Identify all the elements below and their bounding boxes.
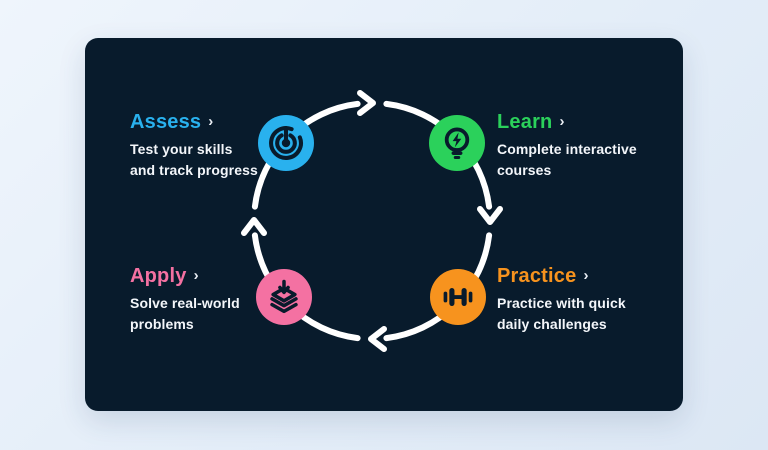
step-block-apply: Apply › Solve real-world problems xyxy=(130,263,320,335)
step-title-learn[interactable]: Learn › xyxy=(497,109,687,134)
desc-line: courses xyxy=(497,162,552,178)
desc-line: Solve real-world xyxy=(130,295,240,311)
step-title-practice[interactable]: Practice › xyxy=(497,263,687,288)
clockwise-arrow-bottom-icon xyxy=(368,326,387,352)
desc-line: daily challenges xyxy=(497,316,607,332)
step-node-assess[interactable] xyxy=(258,115,314,171)
step-label: Apply xyxy=(130,264,187,287)
target-spiral-icon xyxy=(267,124,305,162)
step-node-apply[interactable] xyxy=(256,269,312,325)
step-title-assess[interactable]: Assess › xyxy=(130,109,320,134)
step-label: Assess xyxy=(130,110,202,133)
layers-insert-icon xyxy=(265,278,303,316)
step-label: Practice xyxy=(497,264,577,287)
desc-line: Practice with quick xyxy=(497,295,626,311)
step-node-learn[interactable] xyxy=(429,115,485,171)
desc-line: problems xyxy=(130,316,194,332)
cycle-ring xyxy=(241,90,503,352)
step-desc-apply: Solve real-world problems xyxy=(130,293,320,335)
clockwise-arrow-top-icon xyxy=(357,90,376,116)
step-block-practice: Practice › Practice with quick daily cha… xyxy=(497,263,687,335)
chevron-right-icon: › xyxy=(583,267,589,284)
step-desc-practice: Practice with quick daily challenges xyxy=(497,293,687,335)
dumbbell-icon xyxy=(439,278,477,316)
chevron-right-icon: › xyxy=(208,113,214,130)
step-label: Learn xyxy=(497,110,553,133)
chevron-right-icon: › xyxy=(559,113,565,130)
step-node-practice[interactable] xyxy=(430,269,486,325)
chevron-right-icon: › xyxy=(193,267,199,284)
desc-line: and track progress xyxy=(130,162,258,178)
desc-line: Test your skills xyxy=(130,141,233,157)
lightbulb-bolt-icon xyxy=(438,124,476,162)
step-block-learn: Learn › Complete interactive courses xyxy=(497,109,687,181)
clockwise-arrow-left-icon xyxy=(241,217,267,236)
step-block-assess: Assess › Test your skills and track prog… xyxy=(130,109,320,181)
learning-cycle-card: Assess › Test your skills and track prog… xyxy=(85,38,683,411)
step-desc-learn: Complete interactive courses xyxy=(497,139,687,181)
clockwise-arrow-right-icon xyxy=(477,206,503,225)
step-title-apply[interactable]: Apply › xyxy=(130,263,320,288)
desc-line: Complete interactive xyxy=(497,141,637,157)
step-desc-assess: Test your skills and track progress xyxy=(130,139,320,181)
